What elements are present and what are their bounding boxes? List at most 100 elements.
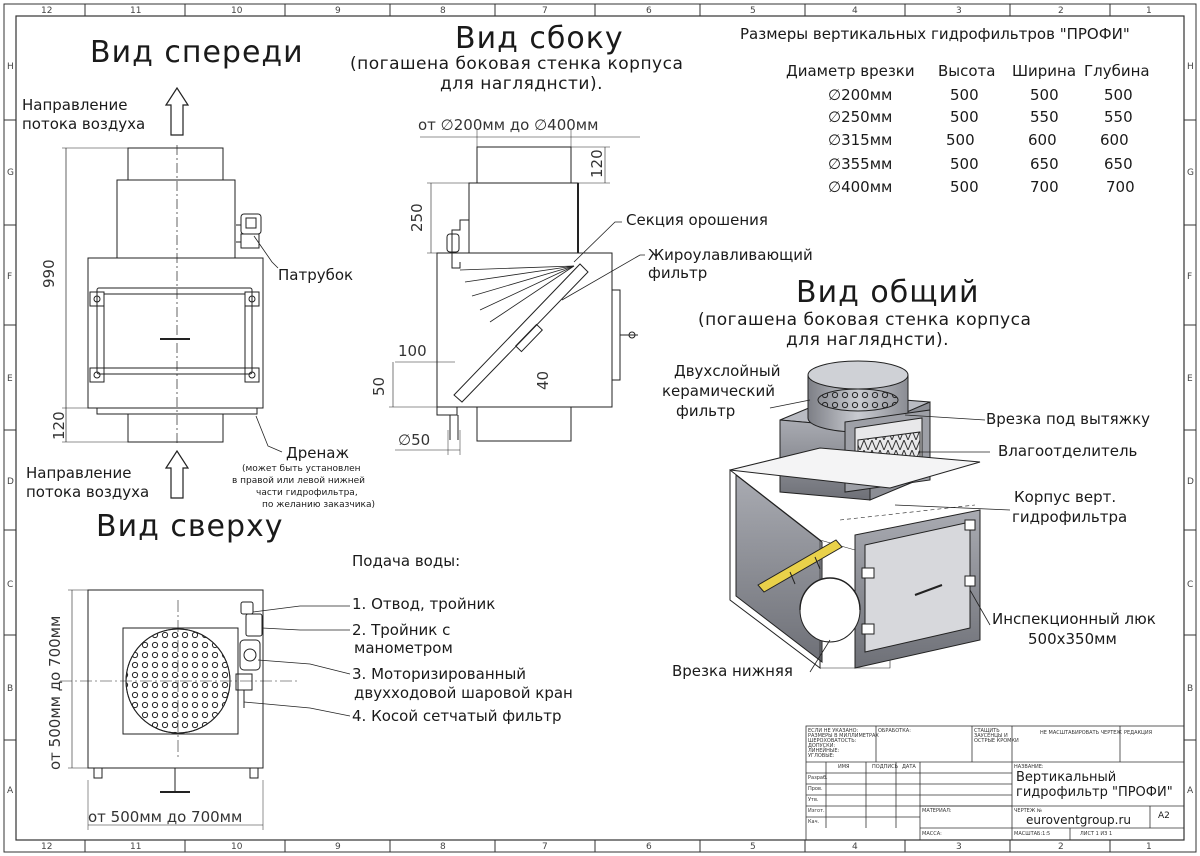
water-supply-item: 3. Моторизированный (352, 665, 527, 683)
drawing-title: Вертикальный (1016, 770, 1117, 785)
table-cell: 500 (1030, 86, 1059, 104)
moisture-separator-label: Влагоотделитель (998, 442, 1138, 460)
ceramic-filter-label: керамический (662, 382, 775, 400)
zone-row-label: E (7, 374, 13, 384)
dimension-width-range: от 500мм до 700мм (88, 808, 243, 826)
bottom-inlet-label: Врезка нижняя (672, 662, 793, 680)
airflow-label: Направление (22, 96, 128, 114)
drain-note: в правой или левой нижней (232, 476, 366, 486)
dimension-120: 120 (50, 411, 68, 440)
column-signature: ПОДПИСЬ (872, 764, 899, 770)
water-supply-item: манометром (354, 639, 453, 657)
zone-ticks (4, 4, 1196, 852)
dimension-40: 40 (534, 370, 552, 390)
table-cell: 500 (1104, 86, 1133, 104)
table-header: Ширина (1012, 62, 1077, 80)
zone-col-label: 5 (750, 6, 756, 16)
zone-col-label: 7 (542, 842, 548, 852)
drawing-title: гидрофильтр "ПРОФИ" (1016, 785, 1173, 800)
exhaust-inlet-label: Врезка под вытяжку (986, 410, 1151, 428)
drawing-number: euroventgroup.ru (1026, 813, 1131, 827)
sheet-frame (3, 3, 1197, 853)
zone-col-label: 10 (231, 6, 243, 16)
zone-row-label: C (7, 580, 14, 590)
column-name: ИМЯ (838, 764, 850, 770)
side-view-note: для нагляднсти). (440, 74, 604, 94)
table-cell: 550 (1104, 108, 1133, 126)
zone-col-label: 1 (1146, 842, 1152, 852)
table-cell: ∅200мм (828, 86, 893, 104)
zone-row-label: D (1187, 477, 1194, 487)
zone-row-label: B (1187, 684, 1194, 694)
zone-col-label: 3 (956, 842, 962, 852)
general-view-title: Вид общий (796, 275, 980, 310)
zone-col-label: 8 (440, 842, 446, 852)
scale-label: МАСШТАБ:1:5 (1014, 831, 1051, 837)
drain-note: (может быть установлен (242, 464, 361, 474)
table-header: Глубина (1084, 62, 1150, 80)
zone-row-label: H (1187, 62, 1194, 72)
tolerances-label: ЕСЛИ НЕ УКАЗАНО: РАЗМЕРЫ В МИЛЛИМЕТРАХ Ш… (808, 728, 879, 759)
side-view-note: (погашена боковая стенка корпуса (350, 54, 684, 74)
side-view-drawing (389, 130, 645, 455)
sheet-size: A2 (1158, 811, 1170, 821)
zone-col-label: 6 (646, 842, 652, 852)
front-view-drawing (62, 86, 283, 499)
table-cell: 500 (950, 108, 979, 126)
zone-col-label: 6 (646, 6, 652, 16)
front-view-title: Вид спереди (90, 35, 304, 70)
table-header: Диаметр врезки (786, 62, 915, 80)
table-header: Высота (938, 62, 996, 80)
table-cell: ∅250мм (828, 108, 893, 126)
dimension-drain-diameter: ∅50 (398, 431, 431, 449)
table-cell: 700 (1030, 178, 1059, 196)
dimension-depth-range: от 500мм до 700мм (46, 615, 64, 770)
table-cell: 500 (946, 131, 975, 149)
water-supply-item: 1. Отвод, тройник (352, 595, 496, 613)
drain-label: Дренаж (286, 444, 349, 462)
row-checker: Пров. (808, 786, 823, 792)
weight-label: МАССА: (922, 831, 942, 837)
table-cell: 500 (950, 155, 979, 173)
water-supply-item: двухходовой шаровой кран (354, 684, 573, 702)
dimension-250: 250 (408, 203, 426, 232)
side-view-title: Вид сбоку (455, 21, 624, 56)
zone-col-label: 9 (335, 6, 341, 16)
dimension-diameter-range: от ∅200мм до ∅400мм (418, 116, 599, 134)
row-developer: Разраб. (808, 775, 828, 781)
edges-label: СТАЩИТЬ ЗАУСЕНЦЫ И ОСТРЫЕ КРОМКИ (974, 728, 1019, 744)
zone-col-label: 4 (852, 842, 858, 852)
zone-row-label: D (7, 477, 14, 487)
drain-note: части гидрофильтра, (256, 488, 358, 498)
table-cell: 600 (1028, 131, 1057, 149)
general-view-note: для нагляднсти). (786, 330, 950, 350)
table-cell: 500 (950, 178, 979, 196)
zone-col-label: 2 (1058, 6, 1064, 16)
inspection-hatch-label: Инспекционный люк (992, 610, 1156, 628)
row-quality: Кач. (808, 819, 820, 825)
housing-label: Корпус верт. (1014, 488, 1117, 506)
zone-row-label: C (1187, 580, 1194, 590)
zone-row-label: H (7, 62, 14, 72)
zone-col-label: 12 (41, 842, 53, 852)
zone-col-label: 3 (956, 6, 962, 16)
zone-row-label: F (1187, 272, 1193, 282)
ceramic-filter-label: Двухслойный (674, 362, 781, 380)
table-cell: 700 (1106, 178, 1135, 196)
dimension-990: 990 (40, 259, 58, 288)
table-cell: ∅315мм (828, 131, 893, 149)
grease-filter-label: Жироулавливающий (648, 246, 813, 264)
airflow-label: Направление (26, 464, 132, 482)
zone-col-label: 5 (750, 842, 756, 852)
table-cell: 600 (1100, 131, 1129, 149)
material-label: МАТЕРИАЛ: (922, 808, 952, 814)
name-label: НАЗВАНИЕ: (1014, 764, 1044, 770)
finish-label: ОБРАБОТКА: (878, 728, 911, 734)
zone-col-label: 2 (1058, 842, 1064, 852)
table-cell: 500 (950, 86, 979, 104)
table-cell: ∅355мм (828, 155, 893, 173)
zone-col-label: 7 (542, 6, 548, 16)
zone-row-label: E (1187, 374, 1193, 384)
zone-col-label: 8 (440, 6, 446, 16)
